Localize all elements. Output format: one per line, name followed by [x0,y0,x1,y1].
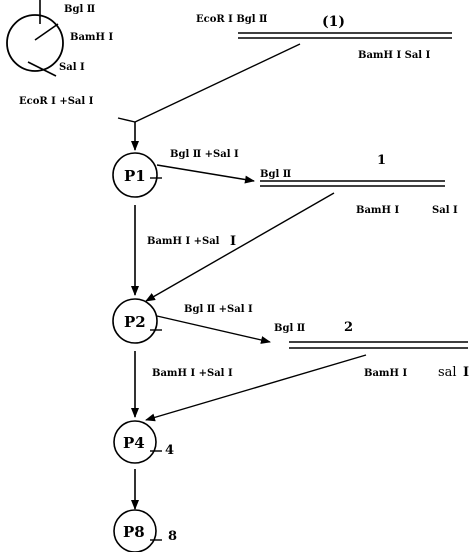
node-p1 [112,152,162,198]
fragment-p2-number: 2 [344,320,353,335]
fragment-p2-site-a: BamH Ⅰ [364,368,407,379]
node-p2 [112,298,162,344]
fragment-p1-site-a: BamH Ⅰ [356,205,399,216]
arrow-fragment-p2-to-p4 [145,354,367,422]
node-p4 [113,420,162,464]
fragment-p2-site-b: sal [438,365,457,380]
fragment1-join-line [134,43,301,123]
node-p2-circle [112,298,158,344]
node-p1-label: P1 [124,167,146,185]
fragment-p2-left-site: Bgl Ⅱ [274,323,305,334]
step3-digest-label: BamH Ⅰ +Sal Ⅰ [152,368,233,379]
fragment-p1-left-site: Bgl Ⅱ [260,169,291,180]
step2-digest-label: BamH Ⅰ +Sal [147,236,220,247]
node-p1-circle [112,152,158,198]
plasmid-sal-mark [27,61,57,77]
arrow-p1-to-fragment [156,164,255,184]
plasmid-circle [6,14,64,72]
fragment-p2-site-b-num: Ⅰ [463,365,469,380]
plasmid-join-line [117,117,136,123]
plasmid-site-sal-label: Sal Ⅰ [59,62,85,73]
arrow-p2-to-fragment [156,315,271,344]
plasmid-site-bamh-label: BamH Ⅰ [70,32,113,43]
plasmid-digest-label: EcoR Ⅰ +Sal Ⅰ [19,96,94,107]
step1-digest-label: Bgl Ⅱ +Sal Ⅰ [170,149,239,160]
node-p8-label: P8 [123,523,145,541]
plasmid-bamh-mark [34,23,59,41]
node-p4-suffix: 4 [165,443,174,458]
node-p8-suffix: 8 [168,529,177,544]
node-p2-label: P2 [124,313,146,331]
fragment-p1-number: 1 [377,153,386,168]
plasmid-site-bgl-label: Bgl Ⅱ [64,4,95,15]
arrow-fragment-p1-to-p2 [145,192,335,302]
node-p4-circle [113,420,157,464]
fragment1-number: (1) [322,14,345,30]
fragment1-right-sites: BamH Ⅰ Sal Ⅰ [358,50,431,61]
step2-fragment-digest-label: Bgl Ⅱ +Sal Ⅰ [184,304,253,315]
step2-digest-suffix: Ⅰ [230,234,236,249]
plasmid-vector [6,0,64,77]
fragment1-left-sites: EcoR Ⅰ Bgl Ⅱ [196,14,267,25]
node-p4-label: P4 [123,434,145,452]
fragment-p1-site-b: Sal Ⅰ [432,205,458,216]
